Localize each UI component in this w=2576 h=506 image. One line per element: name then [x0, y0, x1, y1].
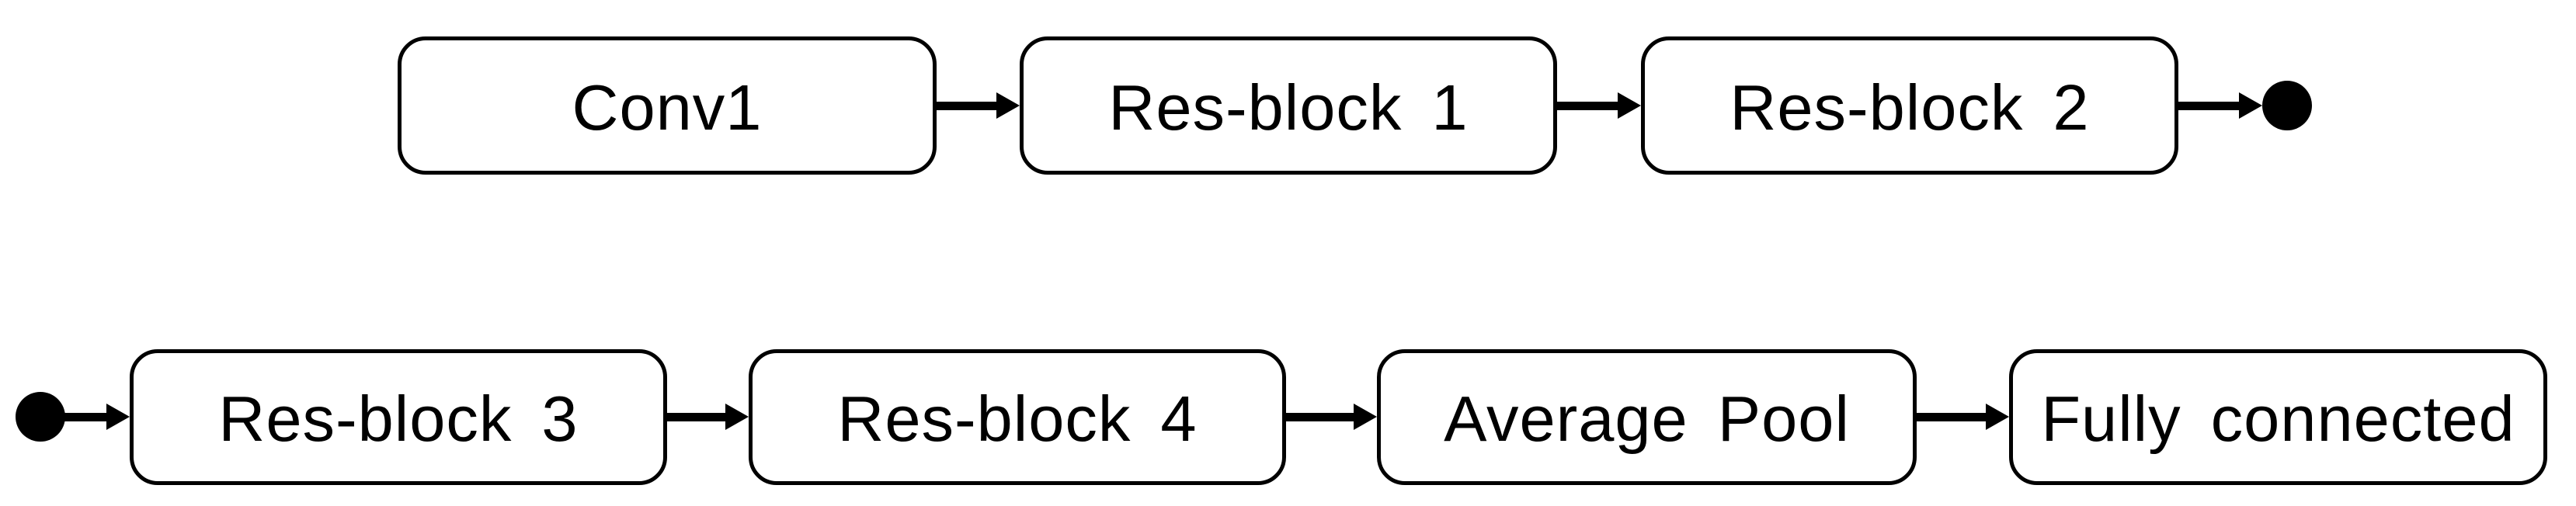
arrow-head [1986, 404, 2009, 430]
node-conv1-label: Conv1 [572, 71, 763, 144]
arrow-shaft [667, 412, 725, 421]
arrow-right-icon [1917, 404, 2009, 430]
arrow-head [1618, 92, 1641, 119]
node-conv1: Conv1 [398, 36, 937, 175]
node-res-block-2-label: Res-block 2 [1730, 71, 2090, 144]
arrow-shaft [62, 412, 106, 421]
node-res-block-3-label: Res-block 3 [218, 383, 579, 455]
arrow-shaft [937, 101, 996, 110]
arrow-shaft [1286, 412, 1354, 421]
arrow-right-icon [2178, 92, 2262, 119]
arrow-right-icon [62, 404, 130, 430]
arrow-head [996, 92, 1020, 119]
arrow-right-icon [937, 92, 1020, 119]
node-fully-connected-label: Fully connected [2041, 383, 2515, 455]
node-average-pool: Average Pool [1377, 349, 1917, 485]
arrow-shaft [1557, 101, 1618, 110]
arrow-right-icon [1557, 92, 1641, 119]
node-fully-connected: Fully connected [2009, 349, 2547, 485]
node-res-block-4-label: Res-block 4 [837, 383, 1198, 455]
arrow-head [1354, 404, 1377, 430]
terminal-dot-icon [2262, 81, 2312, 130]
node-res-block-2: Res-block 2 [1641, 36, 2178, 175]
arrow-shaft [2178, 101, 2239, 110]
node-res-block-4: Res-block 4 [749, 349, 1286, 485]
arrow-right-icon [667, 404, 749, 430]
node-res-block-3: Res-block 3 [130, 349, 667, 485]
arrow-shaft [1917, 412, 1986, 421]
node-average-pool-label: Average Pool [1444, 383, 1850, 455]
arrow-right-icon [1286, 404, 1377, 430]
node-res-block-1-label: Res-block 1 [1108, 71, 1469, 144]
terminal-dot-icon [16, 392, 65, 442]
arrow-head [2239, 92, 2262, 119]
arrow-head [725, 404, 749, 430]
arrow-head [106, 404, 130, 430]
node-res-block-1: Res-block 1 [1020, 36, 1557, 175]
